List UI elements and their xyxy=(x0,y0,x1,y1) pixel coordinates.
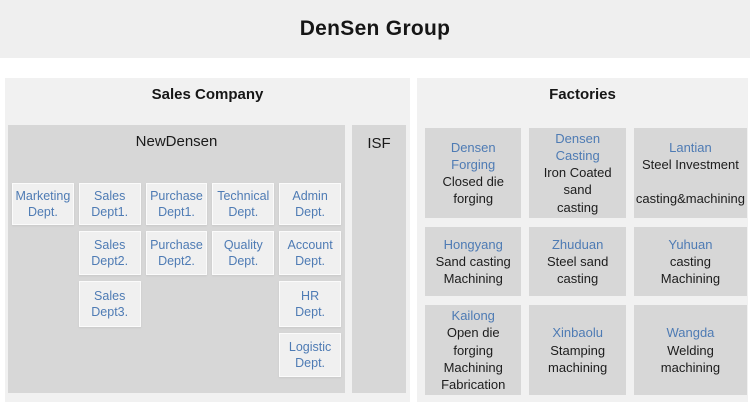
isf-box: ISF xyxy=(352,125,406,393)
factory-desc: casting Machining xyxy=(660,253,721,287)
newdensen-box: NewDensen Marketing Dept. Sales Dept1. P… xyxy=(8,125,345,393)
dept-technical: Technical Dept. xyxy=(212,183,275,225)
factory-wangda: Wangda Welding machining xyxy=(633,305,747,395)
dept-account: Account Dept. xyxy=(279,231,341,275)
factory-name: Densen Casting xyxy=(555,131,601,164)
factory-name: Lantian xyxy=(669,139,712,155)
dept-purchase1: Purchase Dept1. xyxy=(145,183,208,225)
dept-purchase2: Purchase Dept2. xyxy=(145,231,208,275)
dept-logistic: Logistic Dept. xyxy=(279,333,341,377)
dept-sales3: Sales Dept3. xyxy=(78,281,141,327)
factory-densen-forging: Densen Forging Closed die forging xyxy=(425,128,522,218)
dept-sales1: Sales Dept1. xyxy=(78,183,141,225)
factory-kailong: Kailong Open die forging Machining Fabri… xyxy=(425,305,522,395)
factory-desc: Steel Investment casting&machining xyxy=(635,156,745,207)
page-title: DenSen Group xyxy=(299,17,451,40)
factory-name: Hongyang xyxy=(443,236,503,252)
factory-lantian: Lantian Steel Investment casting&machini… xyxy=(633,128,747,218)
factory-desc: Steel sand casting xyxy=(546,253,609,287)
dept-hr: HR Dept. xyxy=(279,281,341,327)
factory-yuhuan: Yuhuan casting Machining xyxy=(633,226,747,297)
factories-title: Factories xyxy=(549,86,616,103)
sales-company-panel: Sales Company NewDensen Marketing Dept. … xyxy=(5,78,410,402)
factory-desc: Welding machining xyxy=(660,342,721,375)
factory-name: Kailong xyxy=(451,308,495,324)
department-grid: Marketing Dept. Sales Dept1. Purchase De… xyxy=(12,183,341,377)
dept-marketing: Marketing Dept. xyxy=(12,183,74,225)
factory-name: Xinbaolu xyxy=(552,325,603,341)
factories-panel: Factories Densen Forging Closed die forg… xyxy=(417,78,748,402)
newdensen-title: NewDensen xyxy=(135,133,218,150)
factory-name: Yuhuan xyxy=(668,236,713,252)
factory-desc: Iron Coated sand casting xyxy=(543,165,612,215)
factory-densen-casting: Densen Casting Iron Coated sand casting xyxy=(529,128,626,218)
factory-desc: Stamping machining xyxy=(548,342,608,375)
factory-desc: Open die forging Machining Fabrication xyxy=(441,325,506,392)
factory-zhuduan: Zhuduan Steel sand casting xyxy=(529,226,626,297)
page-header: DenSen Group xyxy=(0,0,750,58)
sales-company-title: Sales Company xyxy=(151,86,264,103)
dept-sales2: Sales Dept2. xyxy=(78,231,141,275)
factory-name: Densen Forging xyxy=(450,139,496,172)
factory-name: Zhuduan xyxy=(551,236,604,252)
factory-hongyang: Hongyang Sand casting Machining xyxy=(425,226,522,297)
factory-xinbaolu: Xinbaolu Stamping machining xyxy=(529,305,626,395)
dept-quality: Quality Dept. xyxy=(212,231,275,275)
dept-admin: Admin Dept. xyxy=(279,183,341,225)
factory-name: Wangda xyxy=(666,325,715,341)
factory-desc: Closed die forging xyxy=(442,173,504,207)
factory-grid: Densen Forging Closed die forging Densen… xyxy=(425,128,747,395)
factory-desc: Sand casting Machining xyxy=(435,253,511,287)
